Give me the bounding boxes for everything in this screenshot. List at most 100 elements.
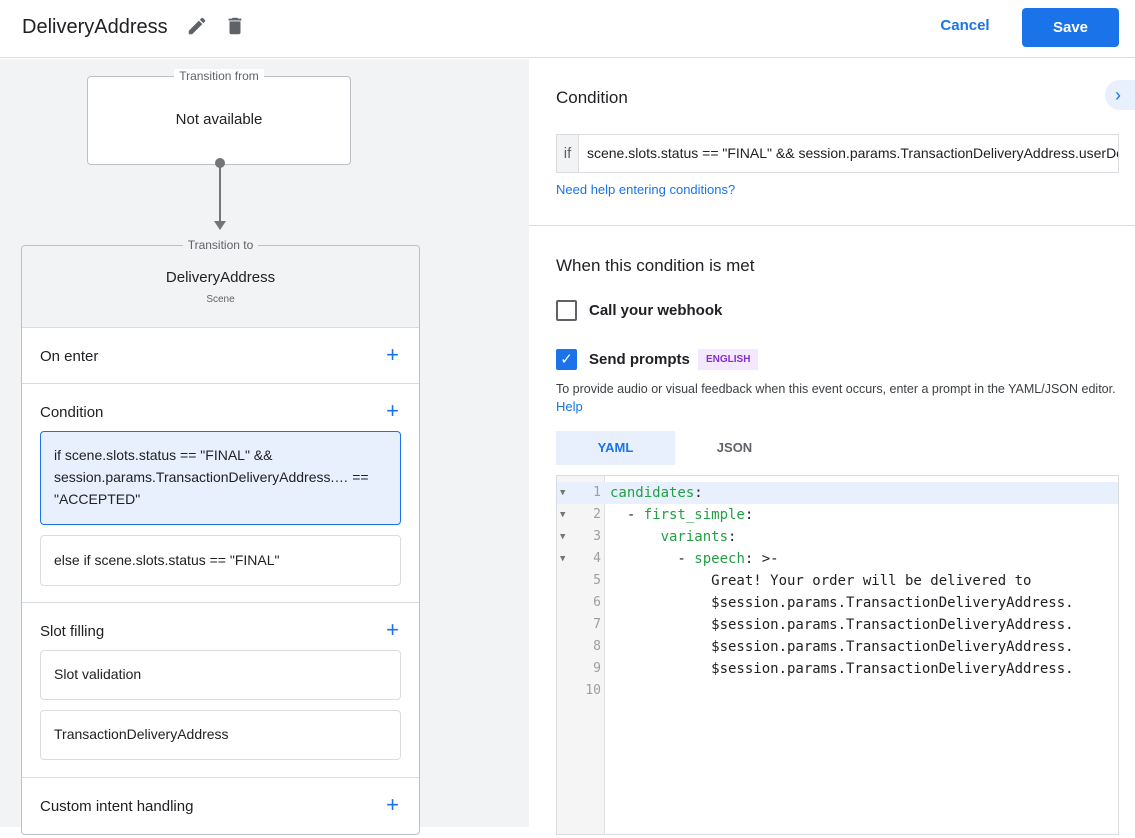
line-number: 4 (593, 551, 601, 566)
editor-line[interactable]: ▼ 1 candidates: (557, 482, 1118, 504)
section-title: Condition (40, 404, 104, 421)
section-title: On enter (40, 348, 99, 365)
connector-line (219, 165, 221, 227)
panel-title: Condition (556, 88, 628, 107)
editor-line[interactable]: ▼ 4 - speech: >- (557, 548, 1118, 570)
tab-json[interactable]: JSON (716, 440, 753, 455)
help-conditions-link[interactable]: Need help entering conditions? (556, 182, 736, 197)
transition-from-label: Transition from (174, 69, 264, 83)
line-code: candidates: (610, 482, 703, 504)
line-code: - speech: >- (610, 548, 779, 570)
line-number: 7 (593, 617, 601, 632)
section-title: Custom intent handling (40, 798, 194, 815)
editor-line[interactable]: 5 Great! Your order will be delivered to (557, 570, 1118, 592)
tab-yaml[interactable]: YAML (556, 431, 675, 465)
yaml-value: Great! Your order will be delivered to (610, 573, 1032, 589)
condition-input[interactable]: if scene.slots.status == "FINAL" && sess… (556, 134, 1119, 173)
yaml-key: candidates (610, 485, 695, 501)
add-icon[interactable]: + (386, 398, 399, 423)
slot-card[interactable]: Slot validation (40, 650, 401, 700)
section-title: Slot filling (40, 623, 105, 640)
line-number: 8 (593, 639, 601, 654)
cancel-button[interactable]: Cancel (940, 17, 990, 34)
prompt-description: To provide audio or visual feedback when… (556, 380, 1116, 416)
section-custom-intent[interactable]: Custom intent handling + (22, 778, 419, 838)
slot-card[interactable]: TransactionDeliveryAddress (40, 710, 401, 760)
yaml-value: $session.params.TransactionDeliveryAddre… (610, 595, 1074, 611)
section-on-enter[interactable]: On enter + (22, 328, 419, 384)
if-prefix: if (557, 135, 579, 172)
yaml-editor[interactable]: ▼ 1 candidates: ▼ 2 - first_simple: ▼ 3 varian… (556, 475, 1119, 835)
scene-name: DeliveryAddress (165, 269, 276, 286)
section-slot-filling: Slot filling + Slot validation Transacti… (22, 603, 419, 778)
connector-dot (215, 158, 225, 168)
transition-to-label: Transition to (182, 238, 259, 252)
line-code: $session.params.TransactionDeliveryAddre… (610, 592, 1074, 614)
chevron-right-icon[interactable]: › (1105, 80, 1135, 110)
editor-line[interactable]: ▼ 3 variants: (557, 526, 1118, 548)
editor-line[interactable]: 10 (557, 680, 1118, 702)
line-code: Great! Your order will be delivered to (610, 570, 1031, 592)
yaml-value: : >- (744, 551, 779, 567)
line-number: 9 (593, 661, 601, 676)
fold-arrow-icon[interactable]: ▼ (560, 554, 566, 564)
line-number: 1 (593, 485, 601, 500)
editor-line[interactable]: 8 $session.params.TransactionDeliveryAdd… (557, 636, 1118, 658)
page-title: DeliveryAddress (22, 16, 168, 38)
add-icon[interactable]: + (386, 342, 399, 367)
language-badge: ENGLISH (698, 349, 759, 370)
arrow-down-icon (214, 221, 226, 230)
help-link[interactable]: Help (556, 399, 583, 414)
description-text: To provide audio or visual feedback when… (556, 382, 1116, 396)
editor-line[interactable]: ▼ 2 - first_simple: (557, 504, 1118, 526)
transition-from-box: Transition from Not available (87, 69, 351, 165)
yaml-key: speech (694, 551, 745, 567)
fold-arrow-icon[interactable]: ▼ (560, 532, 566, 542)
line-number: 2 (593, 507, 601, 522)
yaml-key: first_simple (643, 507, 745, 523)
indent (610, 529, 661, 545)
line-code: $session.params.TransactionDeliveryAddre… (610, 636, 1074, 658)
indent: - (610, 551, 695, 567)
top-bar: DeliveryAddress Cancel Save (0, 0, 1135, 58)
condition-value[interactable]: scene.slots.status == "FINAL" && session… (586, 145, 1118, 161)
yaml-value: : (728, 529, 737, 545)
fold-arrow-icon[interactable]: ▼ (560, 488, 566, 498)
line-code: variants: (610, 526, 737, 548)
scene-box: Transition to DeliveryAddress Scene On e… (21, 238, 420, 838)
flow-panel: Transition from Not available Transition… (0, 59, 529, 835)
section-condition: Condition + if scene.slots.status == "FI… (22, 384, 419, 603)
line-code: - first_simple: (610, 504, 753, 526)
pencil-icon[interactable] (186, 15, 208, 42)
line-code: $session.params.TransactionDeliveryAddre… (610, 614, 1074, 636)
prompts-checkbox[interactable]: ✓ (556, 349, 577, 370)
line-number: 10 (585, 683, 601, 698)
trash-icon[interactable] (224, 15, 246, 42)
editor-gutter (557, 476, 605, 834)
editor-line[interactable]: 9 $session.params.TransactionDeliveryAdd… (557, 658, 1118, 680)
editor-line[interactable]: 6 $session.params.TransactionDeliveryAdd… (557, 592, 1118, 614)
line-number: 6 (593, 595, 601, 610)
yaml-value: : (744, 507, 754, 523)
met-title: When this condition is met (556, 256, 755, 275)
webhook-label: Call your webhook (589, 302, 723, 319)
condition-card[interactable]: else if scene.slots.status == "FINAL" (40, 535, 401, 586)
fold-arrow-icon[interactable]: ▼ (560, 510, 566, 520)
condition-panel: › Condition if scene.slots.status == "FI… (529, 59, 1135, 835)
yaml-value: $session.params.TransactionDeliveryAddre… (610, 639, 1074, 655)
condition-card[interactable]: if scene.slots.status == "FINAL" && sess… (40, 431, 401, 525)
line-number: 3 (593, 529, 601, 544)
yaml-value: $session.params.TransactionDeliveryAddre… (610, 661, 1074, 677)
add-icon[interactable]: + (386, 792, 399, 817)
webhook-checkbox[interactable] (556, 300, 577, 321)
yaml-value: $session.params.TransactionDeliveryAddre… (610, 617, 1074, 633)
save-button[interactable]: Save (1022, 8, 1119, 47)
yaml-key: variants (660, 529, 729, 545)
indent: - (610, 507, 644, 523)
scene-header[interactable]: Transition to DeliveryAddress Scene (22, 238, 419, 328)
editor-line[interactable]: 7 $session.params.TransactionDeliveryAdd… (557, 614, 1118, 636)
add-icon[interactable]: + (386, 617, 399, 642)
scene-type: Scene (206, 294, 235, 305)
line-code: $session.params.TransactionDeliveryAddre… (610, 658, 1074, 680)
transition-from-value: Not available (175, 111, 263, 128)
